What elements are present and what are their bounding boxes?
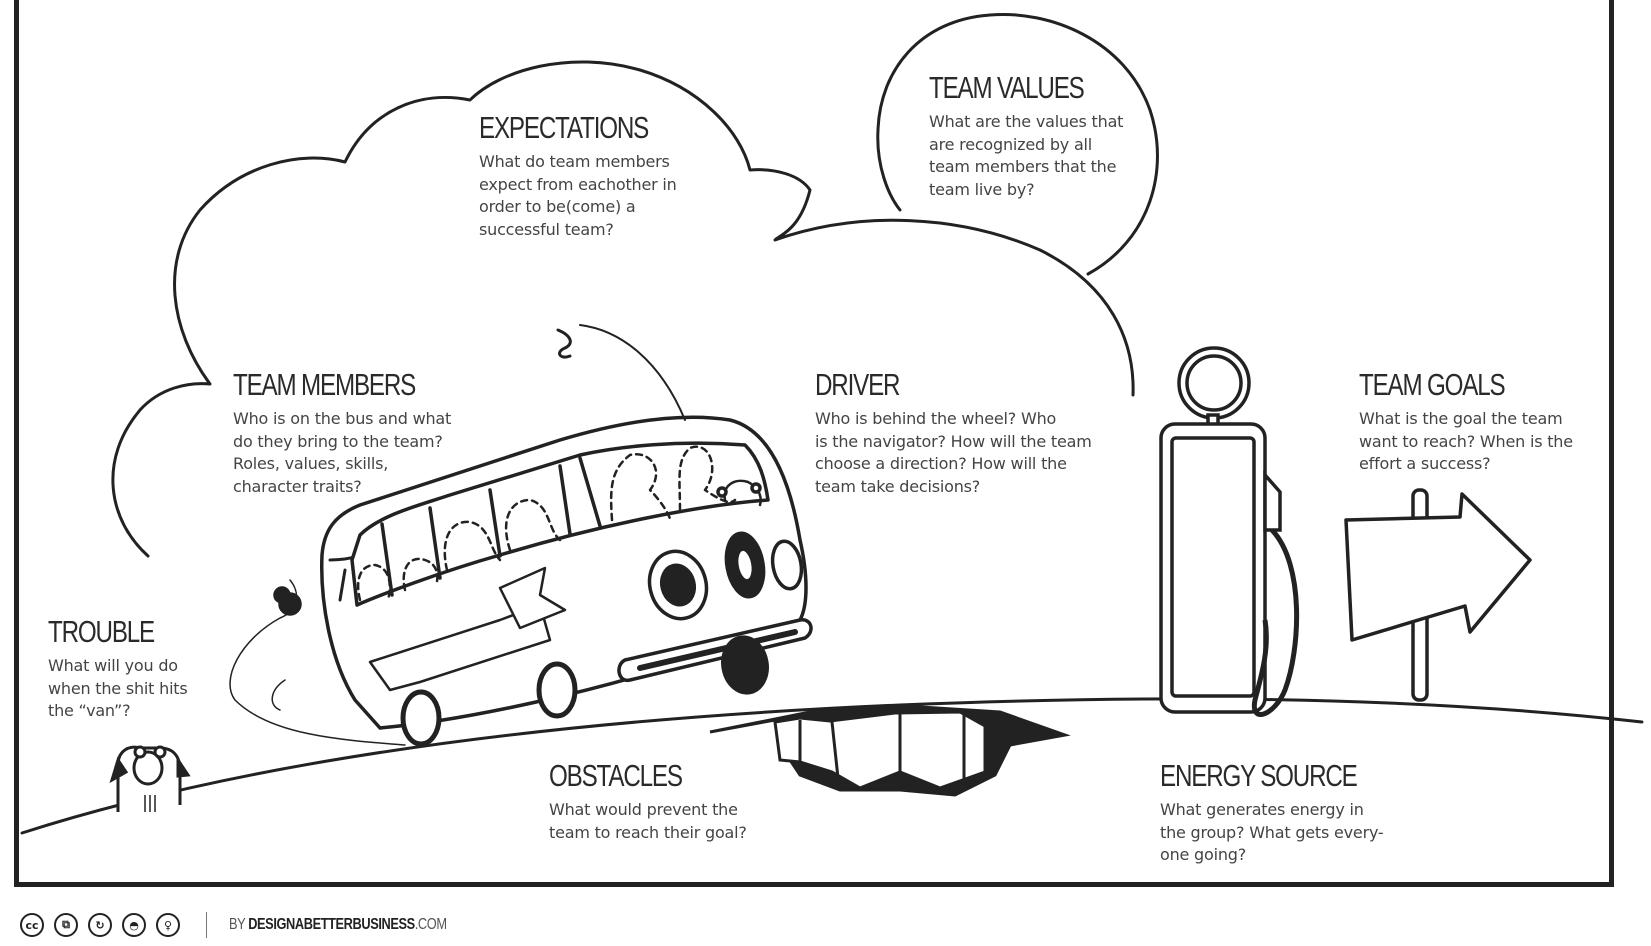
obstacles-line: What would prevent the xyxy=(549,800,738,819)
brand-suffix: .COM xyxy=(414,916,447,933)
dog-illustration xyxy=(109,745,191,812)
expectations-line: expect from eachother in xyxy=(479,174,677,194)
team-values-line: team members that the xyxy=(929,157,1117,176)
driver-block: DRIVER Who is behind the wheel? Who is t… xyxy=(815,369,1092,498)
team-members-line: Roles, values, skills, xyxy=(233,454,389,473)
sign-post-illustration xyxy=(1344,488,1532,702)
team-members-line: do they bring to the team? xyxy=(233,431,443,451)
share-alike-icon: ↻ xyxy=(88,913,112,937)
expectations-line: What do team members xyxy=(479,152,670,171)
team-members-block: TEAM MEMBERS Who is on the bus and what … xyxy=(233,369,466,498)
team-goals-line: What is the goal the team xyxy=(1359,409,1563,428)
fuel-pump-illustration xyxy=(1159,346,1300,717)
team-members-title: TEAM MEMBERS xyxy=(233,367,416,402)
team-goals-line: want to reach? When is the xyxy=(1359,431,1573,451)
expectations-block: EXPECTATIONS What do team members expect… xyxy=(479,112,696,241)
obstacles-block: OBSTACLES What would prevent the team to… xyxy=(549,760,747,844)
trouble-title: TROUBLE xyxy=(48,614,155,649)
team-goals-line: effort a success? xyxy=(1359,454,1491,473)
team-values-block: TEAM VALUES What are the values that are… xyxy=(929,72,1127,201)
team-values-line: What are the values that xyxy=(929,112,1124,131)
cc-icon: cc xyxy=(20,913,44,937)
driver-line: team take decisions? xyxy=(815,476,981,496)
team-goals-title: TEAM GOALS xyxy=(1359,367,1506,402)
energy-source-line: the group? What gets every- xyxy=(1160,822,1384,842)
footer: cc ⧉ ↻ ◓ ♀ BY DESIGNABETTERBUSINESS.COM xyxy=(20,908,501,942)
trouble-line: the “van”? xyxy=(48,701,131,720)
obstacles-title: OBSTACLES xyxy=(549,758,683,793)
team-values-title: TEAM VALUES xyxy=(929,70,1085,105)
team-values-line: team live by? xyxy=(929,179,1035,199)
expectations-cloud xyxy=(111,60,1135,558)
attribution-icon: ♀ xyxy=(156,913,180,937)
obstacles-line: team to reach their goal? xyxy=(549,822,747,842)
team-values-circle xyxy=(876,12,1159,276)
team-values-line: are recognized by all xyxy=(929,134,1093,154)
energy-source-line: one going? xyxy=(1160,845,1247,864)
expectations-title: EXPECTATIONS xyxy=(479,110,649,145)
canvas-frame xyxy=(14,0,1614,887)
brand-link[interactable]: BY DESIGNABETTERBUSINESS.COM xyxy=(229,916,447,934)
brand-name: DESIGNABETTERBUSINESS xyxy=(248,916,415,933)
bus-illustration xyxy=(229,324,813,747)
brand-prefix: BY xyxy=(229,916,249,933)
team-members-line: character traits? xyxy=(233,476,362,496)
energy-source-title: ENERGY SOURCE xyxy=(1160,758,1358,793)
driver-line: Who is behind the wheel? Who xyxy=(815,409,1057,428)
driver-title: DRIVER xyxy=(815,367,901,402)
team-members-line: Who is on the bus and what xyxy=(233,409,452,428)
energy-source-block: ENERGY SOURCE What generates energy in t… xyxy=(1160,760,1412,867)
expectations-line: order to be(come) a xyxy=(479,197,636,216)
copy-icon: ⧉ xyxy=(54,913,78,937)
team-goals-block: TEAM GOALS What is the goal the team wan… xyxy=(1359,369,1573,476)
expectations-line: successful team? xyxy=(479,219,614,239)
trouble-line: What will you do xyxy=(48,656,178,675)
footer-divider xyxy=(206,912,207,938)
remix-icon: ◓ xyxy=(122,913,146,937)
trouble-block: TROUBLE What will you do when the shit h… xyxy=(48,616,188,723)
driver-line: choose a direction? How will the xyxy=(815,454,1067,473)
driver-line: is the navigator? How will the team xyxy=(815,431,1092,451)
trouble-line: when the shit hits xyxy=(48,678,188,698)
energy-source-line: What generates energy in xyxy=(1160,800,1364,819)
crack-illustration xyxy=(709,704,1071,797)
